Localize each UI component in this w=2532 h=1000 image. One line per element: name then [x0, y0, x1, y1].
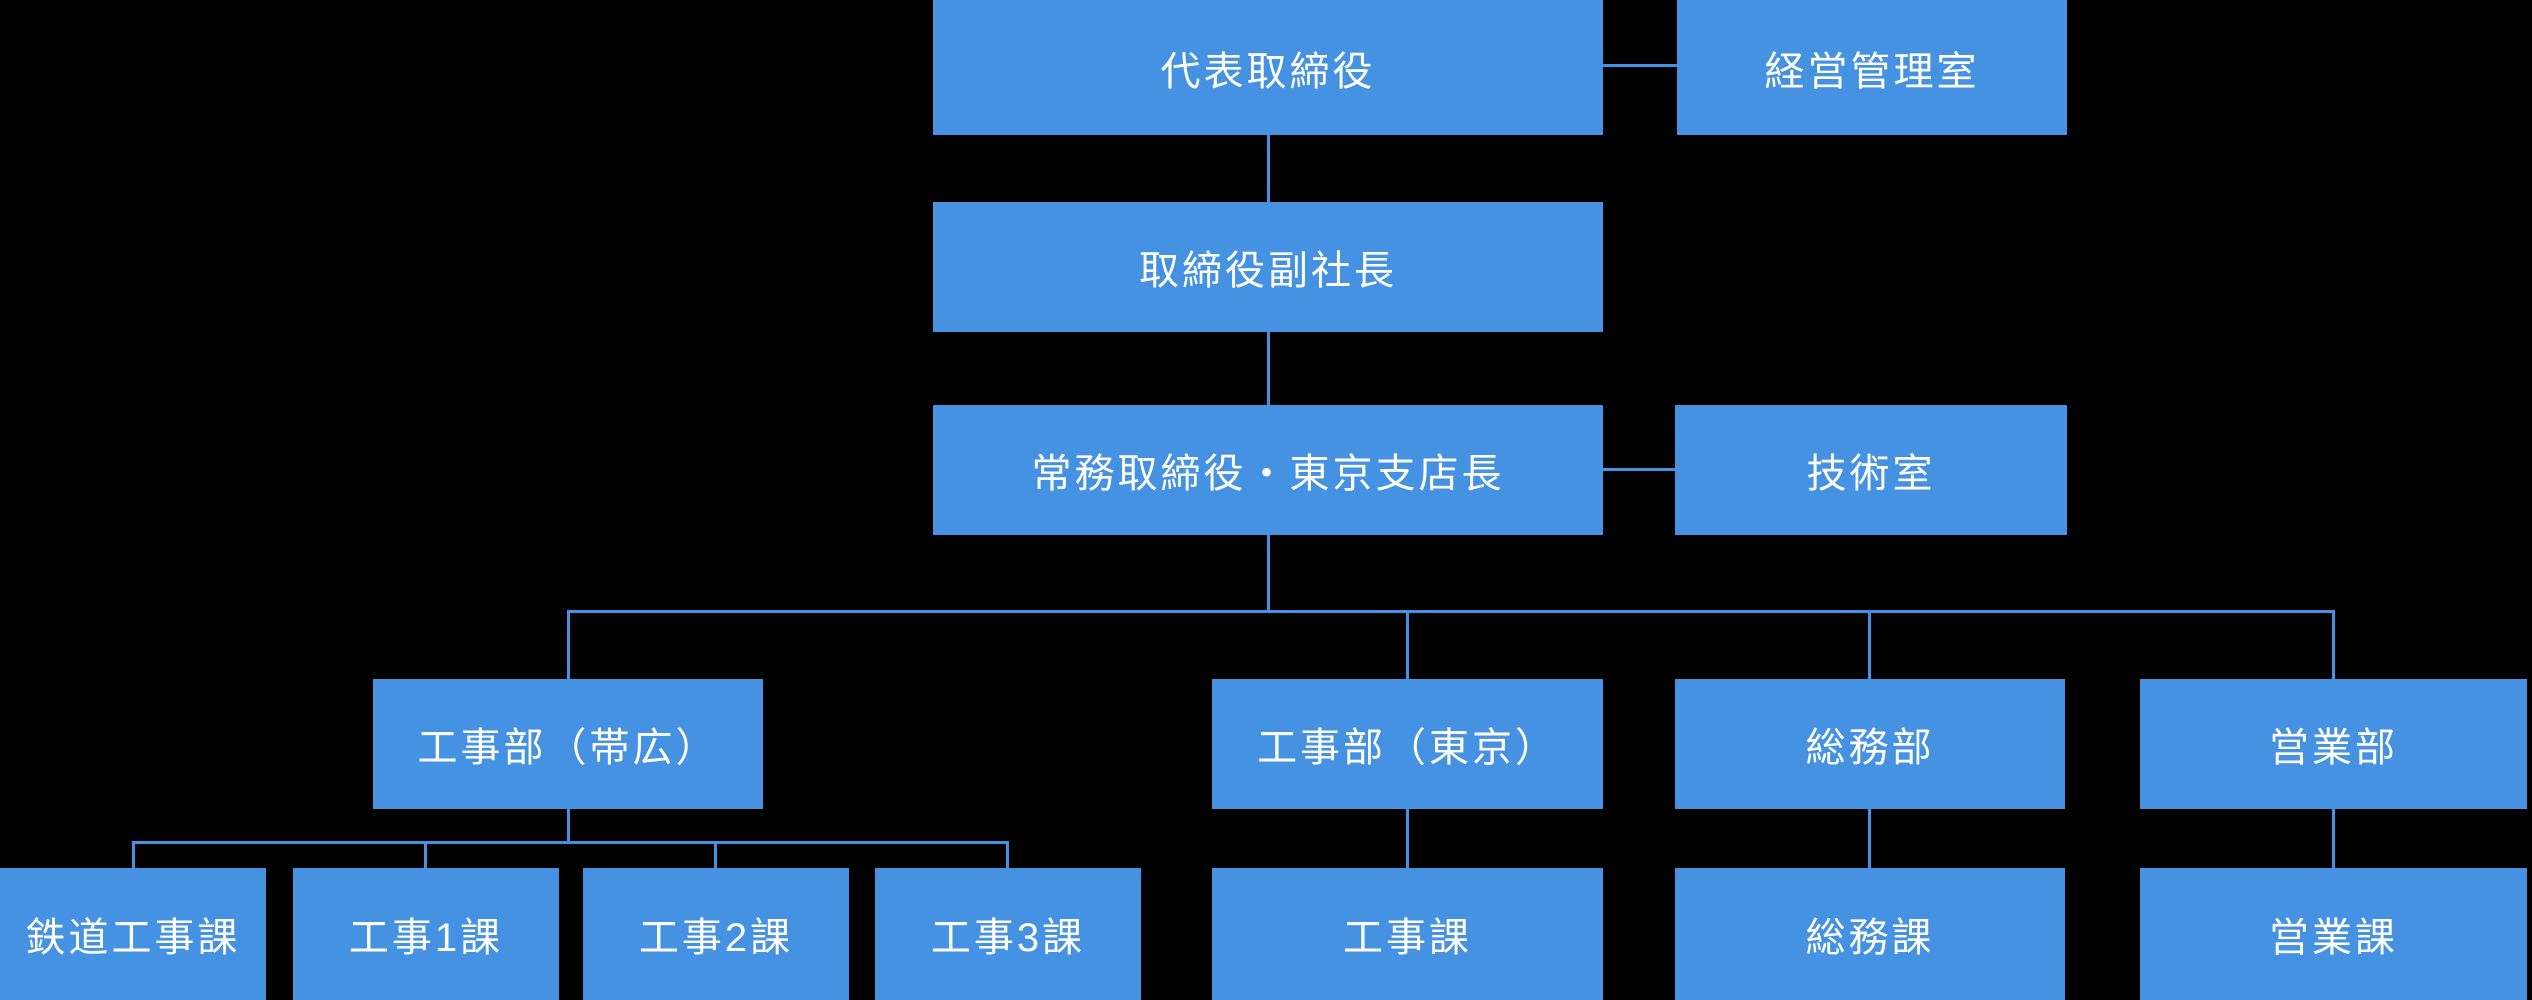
node-general-affairs-section: 総務課 — [1675, 868, 2065, 1000]
connector-stub-construction-section-3 — [1006, 841, 1009, 868]
node-management-office: 経営管理室 — [1677, 0, 2067, 135]
connector-stub-railway-section — [132, 841, 135, 868]
connector-stub-dept-obihiro — [567, 610, 570, 679]
connector-stub-dept-tokyo — [1406, 610, 1409, 679]
node-representative-director: 代表取締役 — [933, 0, 1603, 135]
connector-stub-dept-general-affairs — [1868, 610, 1871, 679]
connector-president-vice-president — [1267, 135, 1270, 202]
connector-branch-obihiro-sections — [132, 841, 1009, 844]
connector-tokyo-construction-section — [1406, 809, 1409, 868]
connector-obihiro-sub-branch — [567, 809, 570, 841]
connector-stub-construction-section-2 — [714, 841, 717, 868]
node-vice-president: 取締役副社長 — [933, 202, 1603, 332]
node-general-affairs-dept: 総務部 — [1675, 679, 2065, 809]
node-managing-director-tokyo-branch: 常務取締役・東京支店長 — [933, 405, 1603, 535]
node-construction-section-2: 工事2課 — [583, 868, 849, 1000]
node-construction-dept-tokyo: 工事部（東京） — [1212, 679, 1603, 809]
node-sales-section: 営業課 — [2140, 868, 2527, 1000]
connector-managing-director-branch — [1267, 535, 1270, 610]
connector-managing-director-technical-office — [1603, 468, 1675, 471]
connector-sales-section — [2332, 809, 2335, 868]
node-technical-office: 技術室 — [1675, 405, 2067, 535]
node-construction-dept-obihiro: 工事部（帯広） — [373, 679, 763, 809]
connector-stub-construction-section-1 — [424, 841, 427, 868]
node-sales-dept: 営業部 — [2140, 679, 2527, 809]
connector-stub-dept-sales — [2332, 610, 2335, 679]
node-construction-section: 工事課 — [1212, 868, 1603, 1000]
node-construction-section-1: 工事1課 — [293, 868, 559, 1000]
connector-general-affairs-section — [1868, 809, 1871, 868]
node-construction-section-3: 工事3課 — [875, 868, 1141, 1000]
connector-vice-president-managing-director — [1267, 332, 1270, 405]
node-railway-construction-section: 鉄道工事課 — [0, 868, 266, 1000]
connector-president-management-office — [1603, 64, 1677, 67]
connector-branch-departments — [567, 610, 2335, 613]
